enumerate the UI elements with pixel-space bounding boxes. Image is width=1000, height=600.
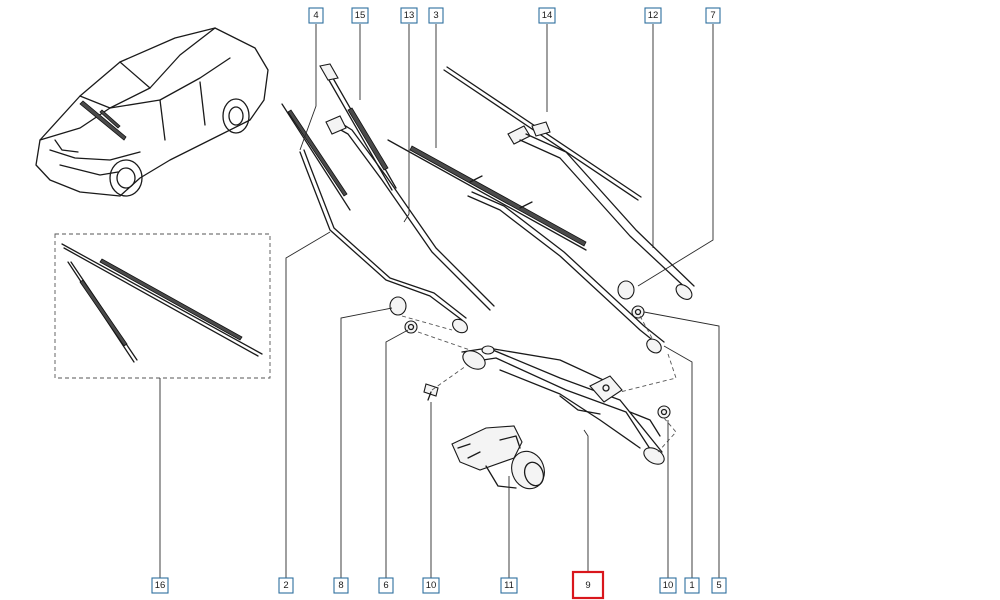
wiper-blade-4: [281, 103, 351, 211]
spare-blade-set-group: [54, 233, 271, 379]
callout-5-label: 5: [716, 580, 721, 591]
callout-15: 15: [351, 7, 369, 24]
callout-16: 16: [151, 577, 169, 594]
nut-5: [631, 305, 645, 319]
wiper-blade-15: [319, 63, 397, 191]
callout-4-label: 4: [313, 10, 318, 21]
wiper-blade-3: [387, 139, 587, 251]
wiper-blade-14: [443, 66, 642, 201]
callout-1: 1: [684, 577, 700, 594]
callout-10-right: 10: [659, 577, 677, 594]
callout-2: 2: [278, 577, 294, 594]
callout-11: 11: [500, 577, 518, 594]
callout-3: 3: [428, 7, 444, 24]
nut-cap-8: [389, 296, 407, 316]
wiper-arm-1: [467, 191, 665, 354]
cap-7: [617, 280, 635, 300]
callout-13: 13: [400, 7, 418, 24]
callout-7-label: 7: [710, 10, 715, 21]
callout-13-label: 13: [404, 10, 415, 21]
callout-7: 7: [705, 7, 721, 24]
callout-8: 8: [333, 577, 349, 594]
callout-10-right-label: 10: [663, 580, 674, 591]
bolt-10-left: [423, 383, 439, 401]
callout-14-label: 14: [542, 10, 553, 21]
callout-6: 6: [378, 577, 394, 594]
callout-9-highlighted: 9: [571, 570, 605, 600]
wiper-arm-12: [507, 125, 695, 300]
callout-14: 14: [538, 7, 556, 24]
callout-3-label: 3: [433, 10, 438, 21]
callout-10-left-label: 10: [426, 580, 437, 591]
callout-2-label: 2: [283, 580, 288, 591]
callout-1-label: 1: [689, 580, 694, 591]
car-illustration: [35, 27, 269, 197]
wiper-arm-13: [325, 115, 495, 311]
callout-6-label: 6: [383, 580, 388, 591]
callout-11-label: 11: [504, 580, 514, 591]
callout-4: 4: [308, 7, 324, 24]
wiper-motor-11: [451, 425, 545, 490]
nut-10-right: [657, 405, 671, 419]
callout-5: 5: [711, 577, 727, 594]
callout-12-label: 12: [648, 10, 659, 21]
callout-15-label: 15: [355, 10, 366, 21]
callout-10-left: 10: [422, 577, 440, 594]
callout-16-label: 16: [155, 580, 166, 591]
callout-8-label: 8: [338, 580, 343, 591]
callout-12: 12: [644, 7, 662, 24]
callout-9-label: 9: [585, 580, 590, 591]
assembly-guides: [401, 315, 677, 453]
nut-6: [404, 320, 418, 334]
wiper-linkage-9: [461, 345, 665, 465]
wiper-arm-2: [299, 149, 468, 334]
leader-lines: [159, 24, 720, 578]
